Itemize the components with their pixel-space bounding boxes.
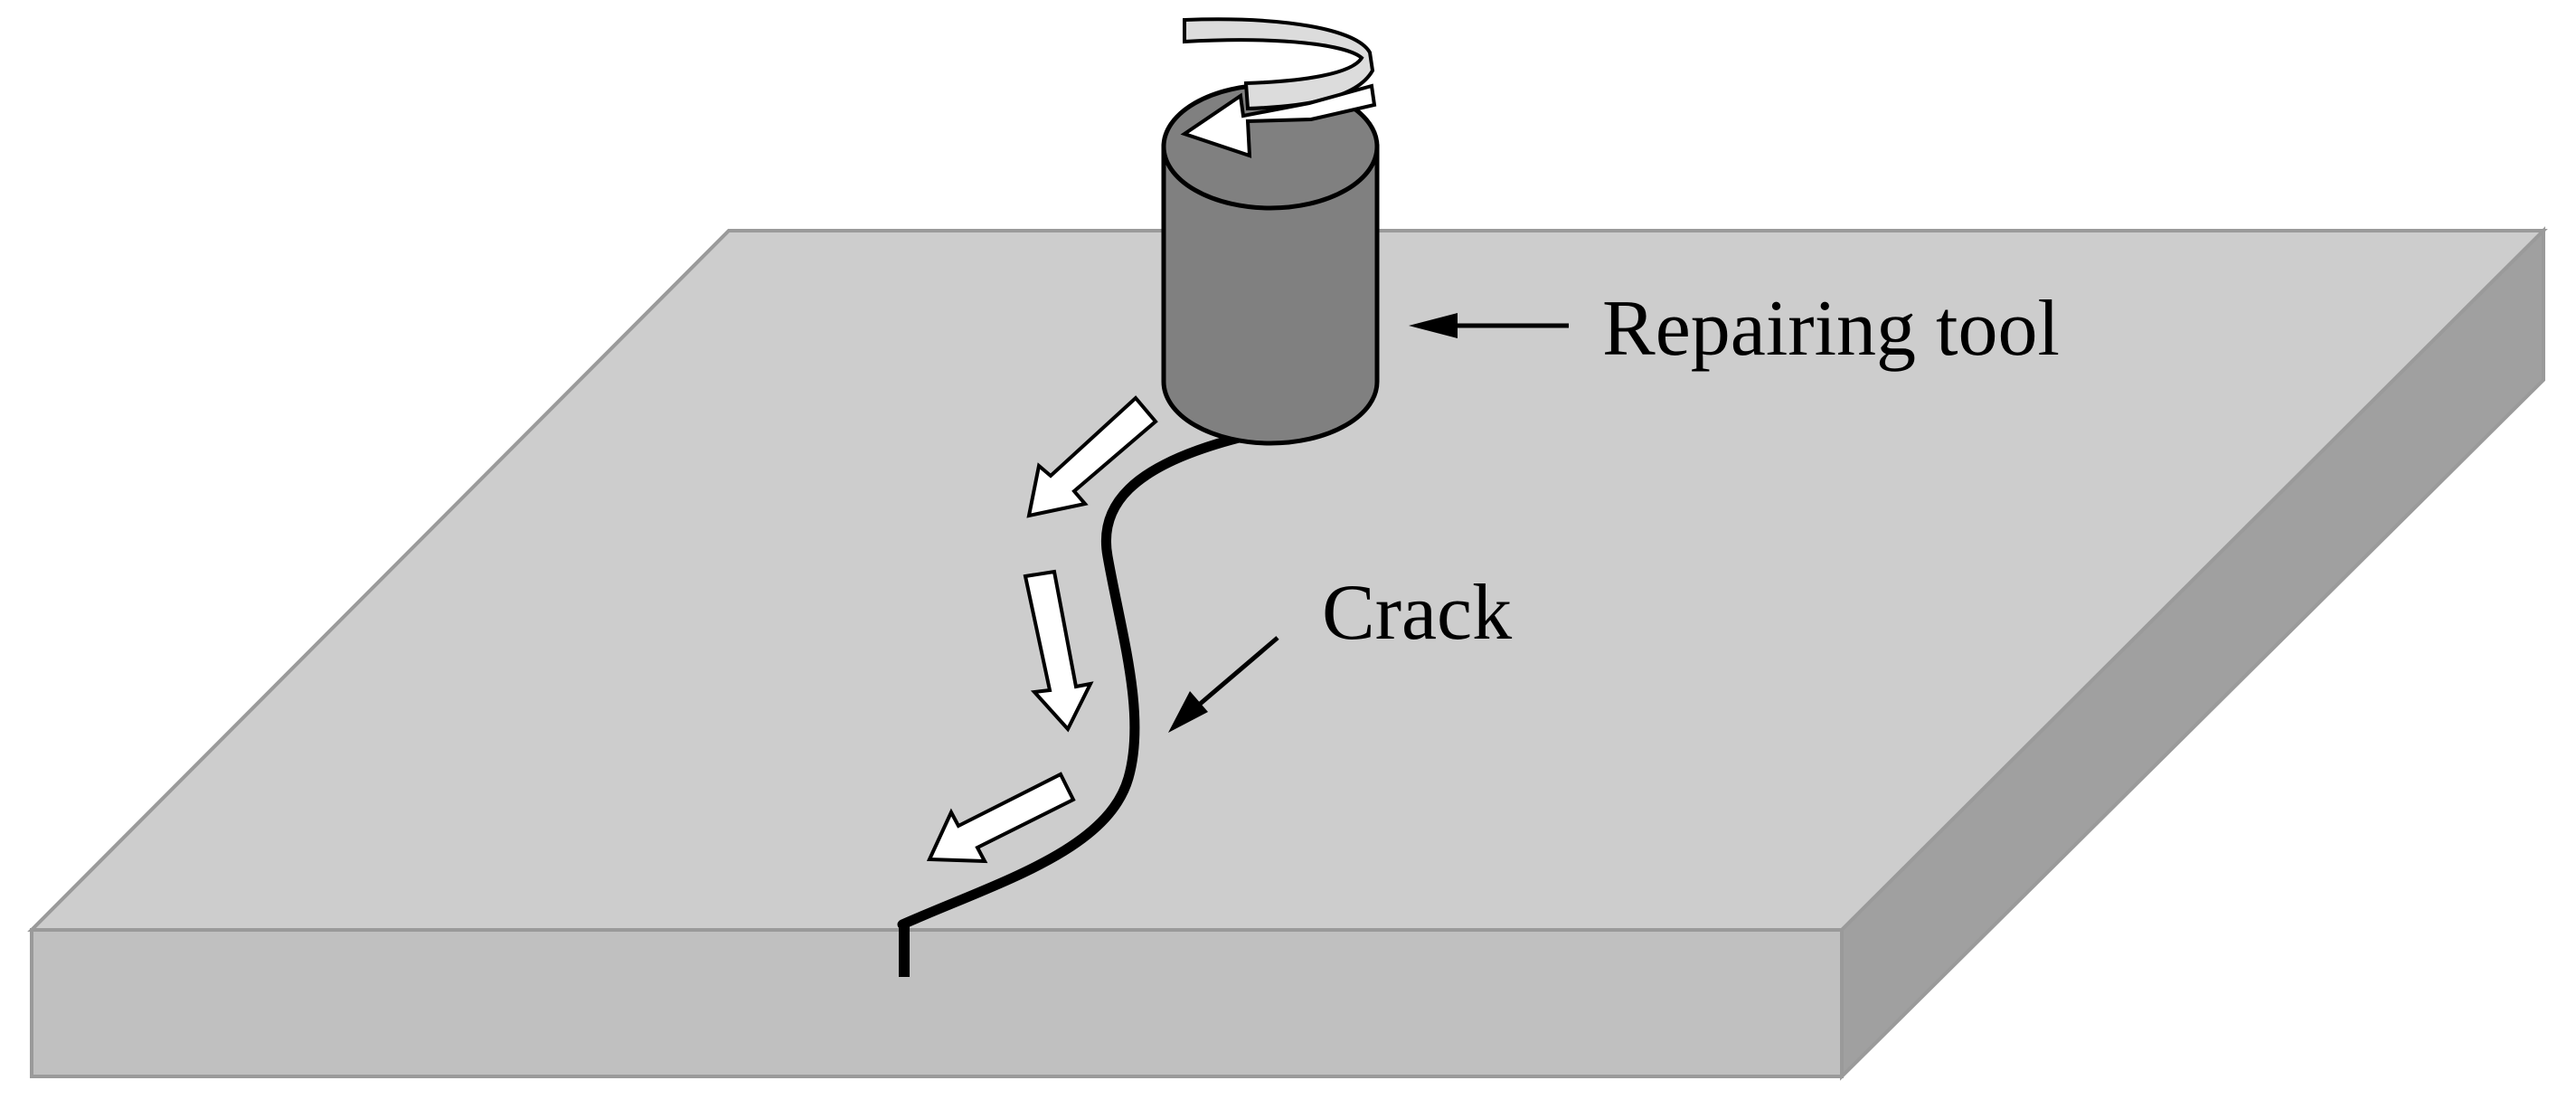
- crack-leader-line: [1196, 636, 1279, 707]
- crack-label: Crack: [1322, 569, 1512, 657]
- crack: [897, 432, 1244, 977]
- rotation-arrow: [1180, 17, 1377, 158]
- repairing-tool-label: Repairing tool: [1602, 285, 2060, 373]
- tool-leader-arrowhead: [1409, 313, 1458, 338]
- travel-direction-arrow-icon: [1026, 395, 1158, 518]
- rotation-arrow-band: [1183, 17, 1375, 111]
- plate-side-face: [1840, 226, 2545, 1081]
- workpiece-plate: [27, 226, 2548, 1081]
- crack-line: [897, 432, 1244, 930]
- leader-arrows: [1168, 313, 1569, 733]
- crack-leader-arrowhead: [1168, 691, 1208, 733]
- travel-direction-arrow-icon: [1023, 569, 1094, 733]
- rotation-arrow-icon: [1180, 83, 1377, 158]
- travel-direction-arrows: [926, 395, 1158, 864]
- plate-front-face: [30, 928, 1844, 1078]
- tool-body: [1161, 144, 1380, 446]
- travel-direction-arrow-icon: [926, 772, 1076, 864]
